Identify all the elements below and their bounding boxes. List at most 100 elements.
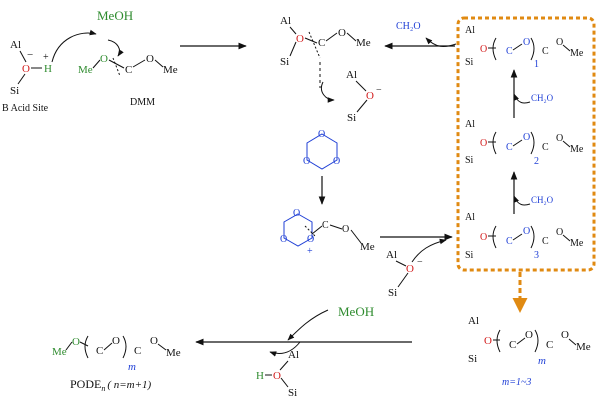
dmm-methyl-right: Me xyxy=(163,64,178,76)
site-release-arrow xyxy=(320,81,335,103)
complex-oxygen-left: O xyxy=(280,234,287,245)
trioxane-ring: O O O xyxy=(303,129,340,170)
intermediate-al: Al xyxy=(280,15,291,27)
chain-top-al: Al xyxy=(465,25,475,36)
chain-bot-me: Me xyxy=(570,238,584,249)
regenerated-acid-site: Al H O Si xyxy=(256,349,299,399)
pode-oxygen-2: O xyxy=(150,335,158,347)
meoh-attack-arrow xyxy=(287,309,329,341)
intermediate-oxygen-2: O xyxy=(338,27,346,39)
pode-product: Me O C O m C O Me xyxy=(52,335,181,373)
chain-bot-o2: O xyxy=(523,226,530,237)
trioxane-oxygen-top: O xyxy=(318,129,325,140)
chain-structure-top: Al O Si C O 1 C O Me xyxy=(465,25,584,70)
chain-mid-o: O xyxy=(480,138,487,149)
chain-mid-me: Me xyxy=(570,144,584,155)
pode-label-main: PODE xyxy=(70,377,101,391)
dmm-methyl-left: Me xyxy=(78,64,93,76)
chain-m-si: Si xyxy=(468,353,477,365)
ring-complex: O O O + C O Me xyxy=(280,208,375,257)
ch2o-release-arrow xyxy=(425,37,457,47)
chain-mid-o2: O xyxy=(523,132,530,143)
pode-sub: m xyxy=(128,361,136,373)
attack-charge: − xyxy=(417,257,423,268)
acid-site-attack: Al O − Si xyxy=(386,249,423,299)
chain-bot-c: C xyxy=(506,236,513,247)
oxygen-atom: O xyxy=(22,63,30,75)
ch2o-insert-arrow-lower xyxy=(513,195,531,206)
dmm-oxygen-left: O xyxy=(100,53,108,65)
dmm-oxygen-right: O xyxy=(146,53,154,65)
positive-charge: + xyxy=(43,52,49,63)
released-si: Si xyxy=(347,112,356,124)
pode-label-sub: n xyxy=(101,384,105,393)
ch2o-top-label: CH₂O xyxy=(396,21,421,32)
chain-structure-middle: Al O Si C O 2 C O Me xyxy=(465,119,584,167)
attack-al: Al xyxy=(386,249,397,261)
chain-top-c: C xyxy=(506,46,513,57)
intermediate-methyl: Me xyxy=(356,37,371,49)
regen-o: O xyxy=(273,370,281,382)
complex-oxygen-right: O xyxy=(307,234,314,245)
chain-mid-o3: O xyxy=(556,133,563,144)
chain-top-c2: C xyxy=(542,46,549,57)
attack-si: Si xyxy=(388,287,397,299)
chain-bot-c2: C xyxy=(542,236,549,247)
dmm-label: DMM xyxy=(130,97,155,108)
chain-bot-o: O xyxy=(480,232,487,243)
chain-m-c: C xyxy=(509,339,516,351)
pode-carbon: C xyxy=(96,345,103,357)
m-range-label: m=1~3 xyxy=(502,377,531,388)
chain-mid-c2: C xyxy=(542,142,549,153)
chain-top-me: Me xyxy=(570,48,584,59)
negative-charge: − xyxy=(27,49,33,61)
si-atom: Si xyxy=(10,85,19,97)
pode-label-eq: ( n=m+1) xyxy=(107,379,151,391)
chain-mid-si: Si xyxy=(465,155,474,166)
chain-bot-al: Al xyxy=(465,212,475,223)
proton-transfer-arrow xyxy=(51,29,97,63)
acid-site-label: B Acid Site xyxy=(2,103,49,114)
ch2o-insert-arrow-upper xyxy=(513,93,531,104)
released-charge: − xyxy=(376,85,382,96)
chain-mid-al: Al xyxy=(465,119,475,130)
intermediate-molecule: Al O Si C O Me xyxy=(280,15,371,68)
pode-methyl-right: Me xyxy=(166,347,181,359)
regen-si: Si xyxy=(288,387,297,399)
chain-m-sub: m xyxy=(538,355,546,367)
released-site: Al O − Si xyxy=(346,69,382,124)
attack-arrow xyxy=(411,238,447,263)
chain-top-sub: 1 xyxy=(534,59,539,70)
chain-m-me: Me xyxy=(576,341,591,353)
chain-top-o2: O xyxy=(523,37,530,48)
intermediate-carbon: C xyxy=(318,37,325,49)
pode-oxygen: O xyxy=(112,335,120,347)
meoh-top-label: MeOH xyxy=(97,8,133,23)
chain-structure-m: Al O Si C O m C O Me xyxy=(468,315,591,367)
proton-atom: H xyxy=(44,63,52,75)
complex-oxygen-ether: O xyxy=(342,224,349,235)
complex-carbon: C xyxy=(322,220,329,231)
chain-bot-o3: O xyxy=(556,227,563,238)
regen-h: H xyxy=(256,370,264,382)
chain-m-al: Al xyxy=(468,315,479,327)
chain-top-o3: O xyxy=(556,37,563,48)
complex-charge: + xyxy=(307,246,313,257)
pode-carbon-2: C xyxy=(134,345,141,357)
pode-label: PODEn( n=m+1) xyxy=(70,377,152,393)
chain-growth-box xyxy=(456,16,596,272)
dmm-carbon: C xyxy=(125,64,132,76)
bond-cleavage-arrow xyxy=(107,39,124,57)
dmm-molecule: Me O C O Me DMM xyxy=(78,53,178,108)
trioxane-oxygen-right: O xyxy=(333,156,340,167)
chain-top-si: Si xyxy=(465,57,474,68)
attack-oxygen: O xyxy=(406,263,414,275)
chain-bot-si: Si xyxy=(465,250,474,261)
chain-structure-bottom: Al O Si C O 3 C O Me xyxy=(465,212,584,261)
chain-m-o: O xyxy=(484,335,492,347)
trioxane-oxygen-left: O xyxy=(303,156,310,167)
released-oxygen: O xyxy=(366,90,374,102)
chain-m-o3: O xyxy=(561,329,569,341)
site-regeneration-arrow xyxy=(269,341,301,357)
complex-oxygen-top: O xyxy=(293,208,300,219)
